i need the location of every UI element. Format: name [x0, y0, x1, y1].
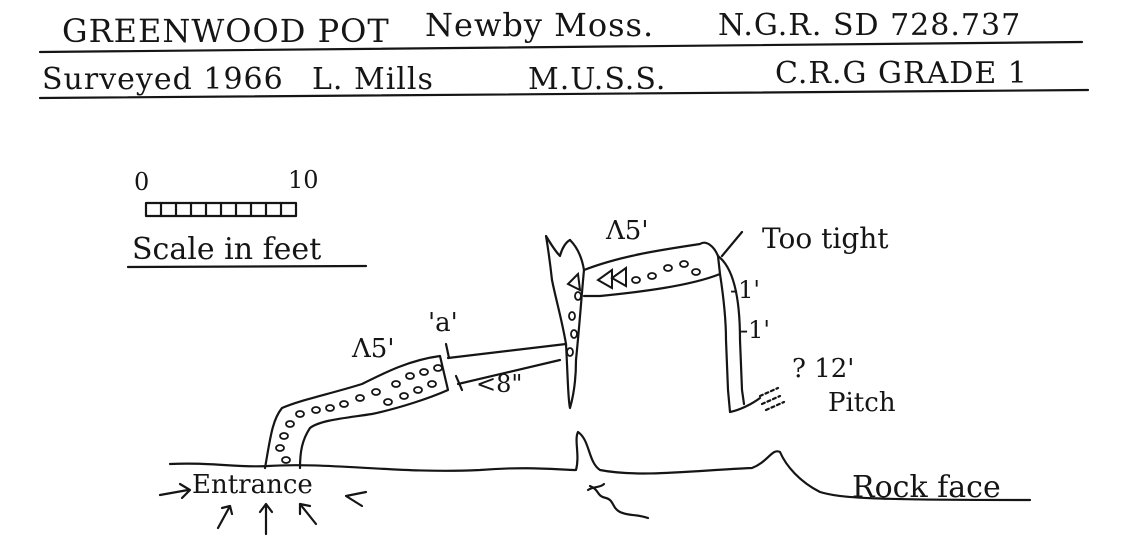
- survey-grade: C.R.G GRADE 1: [775, 56, 1028, 91]
- club: M.U.S.S.: [528, 62, 667, 97]
- pitch-hatch: [758, 386, 786, 412]
- slope-triangles: [566, 266, 627, 292]
- too-tight-leader: [720, 230, 744, 258]
- height-label-upper: Λ5': [606, 216, 649, 246]
- rock-squiggle: [588, 484, 650, 520]
- scale-caption-underline: [126, 264, 368, 269]
- upper-passage: [582, 241, 722, 298]
- crawl-roof: [446, 342, 568, 360]
- header-rule-top: [38, 40, 1084, 54]
- pitch-left-wall: [718, 272, 762, 414]
- marker-a-tick: [444, 342, 451, 360]
- pitch-depth-label: ? 12': [792, 354, 855, 384]
- height-label-a: Λ5': [352, 334, 395, 364]
- survey-date: Surveyed 1966: [42, 62, 284, 97]
- scale-ten: 10: [288, 166, 319, 194]
- shaft-right-wall: [564, 238, 586, 410]
- entrance-passage: [263, 354, 450, 470]
- ground-surface: [168, 430, 1032, 502]
- grid-reference: N.G.R. SD 728.737: [718, 8, 1022, 43]
- entrance-arrows: [158, 482, 368, 536]
- crawl-floor: [456, 358, 562, 386]
- gap-label-2: -1': [740, 316, 770, 344]
- surveyor: L. Mills: [312, 62, 434, 97]
- cave-name: GREENWOOD POT: [62, 12, 390, 50]
- rock-squiggle-2: [586, 482, 606, 492]
- marker-a-label: 'a': [428, 308, 458, 338]
- too-tight-label: Too tight: [762, 222, 889, 255]
- scale-caption: Scale in feet: [132, 232, 322, 267]
- boulders: [275, 260, 701, 464]
- header-rule-bottom: [38, 88, 1090, 100]
- scale-bar: [144, 201, 298, 218]
- pitch-right-wall: [716, 254, 746, 406]
- scale-zero: 0: [134, 168, 150, 196]
- pitch-label: Pitch: [828, 388, 896, 418]
- entrance-label: Entrance: [192, 470, 313, 500]
- shaft-left-wall: [544, 234, 572, 346]
- width-tick: [454, 374, 464, 392]
- location: Newby Moss.: [425, 6, 655, 44]
